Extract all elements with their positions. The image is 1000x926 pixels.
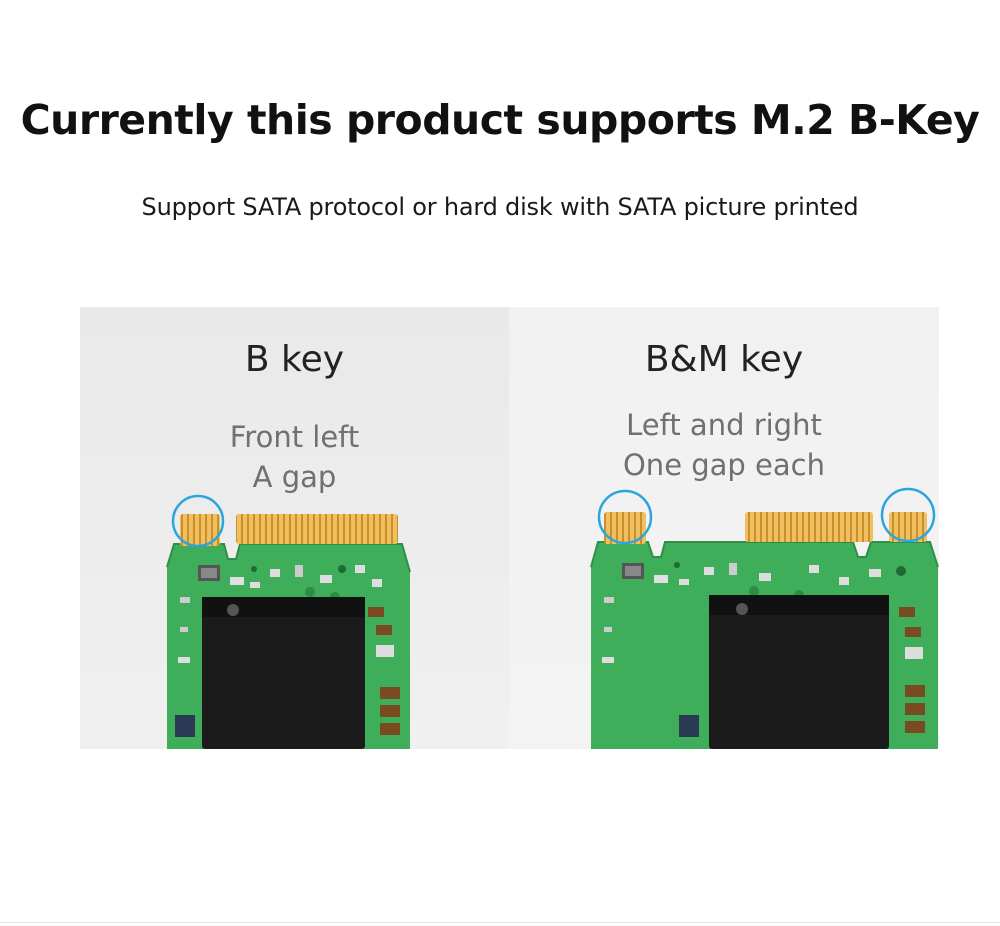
bm-key-desc-line1: Left and right [626,408,822,442]
bm-key-main-contacts [745,512,873,542]
b-key-title: B key [244,339,345,380]
bm-key-panel: B&M key Left and right One gap each [509,307,939,749]
page-subtitle: Support SATA protocol or hard disk with … [141,193,859,221]
bm-key-left-contacts [604,512,646,544]
b-key-gap-highlight [171,494,225,548]
b-key-desc-line1: Front left [229,420,360,454]
b-key-desc-line2: A gap [252,460,337,494]
bm-key-right-contacts [889,512,927,542]
bm-key-desc-line2: One gap each [622,448,825,482]
bm-key-right-gap-highlight [880,487,936,543]
b-key-main-contacts [236,514,398,544]
bm-key-title: B&M key [644,339,804,380]
b-key-left-contacts [180,514,220,546]
bm-key-chip [709,595,889,749]
b-key-panel: B key Front left A gap [80,307,509,749]
b-key-ssd-image [166,494,411,749]
page-title: Currently this product supports M.2 B-Ke… [20,96,980,144]
bm-key-ssd-image [590,487,939,749]
bottom-divider [0,922,1000,923]
b-key-chip [202,597,365,749]
key-comparison: B key Front left A gap [80,307,939,749]
bm-key-left-gap-highlight [597,489,653,545]
